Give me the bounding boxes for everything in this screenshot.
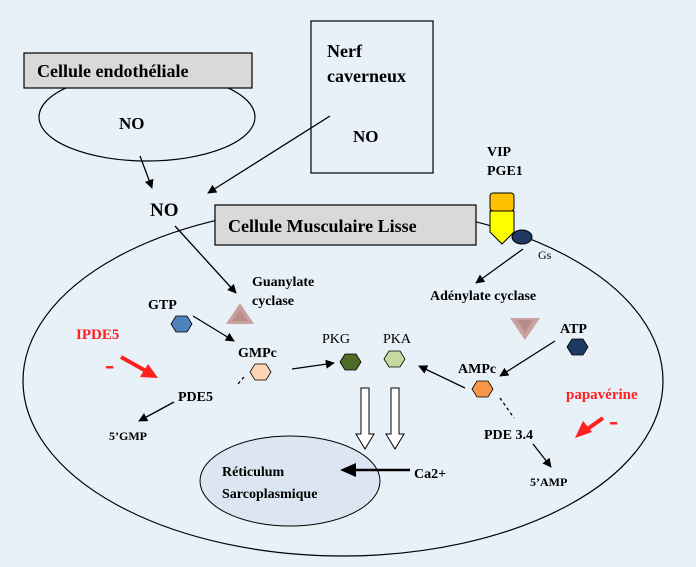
- guanylate-cyclase-line1: Guanylate: [252, 275, 314, 290]
- arrow-gtp-gmpc: [192, 315, 235, 342]
- pge1-label: PGE1: [487, 164, 523, 179]
- ampc-label: AMPc: [458, 362, 496, 377]
- papaverine-minus: -: [609, 406, 618, 437]
- cavernous-nerve-box: [310, 20, 434, 174]
- adenylate-cyclase-icon-inner: [517, 320, 533, 333]
- pathway-arrows: [138, 115, 556, 468]
- ampc-molecule-icon: [471, 380, 494, 398]
- arrow-ca2-reticulum: [340, 463, 410, 477]
- receptor-icon: [489, 192, 515, 245]
- link-gmpc-pde5: [237, 376, 245, 385]
- papaverine-label: papavérine: [566, 387, 638, 403]
- no-endothelial: NO: [119, 114, 145, 133]
- papaverine-arrow-icon: [575, 416, 605, 438]
- pkg-molecule-icon: [339, 353, 362, 371]
- nerve-label-line2: caverneux: [327, 66, 406, 86]
- pkg-label: PKG: [322, 332, 350, 347]
- vip-label: VIP: [487, 145, 512, 160]
- arrow-pde5-5gmp: [138, 401, 175, 422]
- nerve-label-line1: Nerf: [327, 41, 363, 61]
- atp-label: ATP: [560, 322, 587, 337]
- arrow-gs-adenylate: [475, 248, 524, 284]
- guanylate-cyclase-line2: cyclase: [252, 294, 294, 309]
- gs-label: Gs: [538, 248, 552, 262]
- arrow-atp-ampc: [499, 340, 556, 377]
- hollow-arrow-pkg: [355, 387, 375, 450]
- gtp-label: GTP: [148, 298, 177, 313]
- reticulum-label-line1: Réticulum: [222, 465, 285, 480]
- arrow-pde34-5amp: [532, 443, 552, 468]
- pde5-label: PDE5: [178, 390, 213, 405]
- arrow-nerve-no: [207, 115, 331, 194]
- link-ampc-pde34: [499, 397, 515, 419]
- atp-molecule-icon: [566, 338, 589, 356]
- gmpc-molecule-icon: [249, 363, 272, 381]
- sarcoplasmic-reticulum: [199, 435, 381, 527]
- arrow-gmpc-pkg: [291, 359, 335, 370]
- no-center: NO: [150, 200, 179, 221]
- endothelial-cell-label: Cellule endothéliale: [37, 61, 189, 81]
- ipde5-label: IPDE5: [76, 327, 119, 343]
- no-nerve: NO: [353, 127, 379, 146]
- pka-molecule-icon: [383, 350, 406, 368]
- reticulum-label-line2: Sarcoplasmique: [222, 487, 317, 502]
- gs-protein-icon: [511, 229, 533, 245]
- gmpc-label: GMPc: [238, 346, 277, 361]
- ca2-label: Ca2+: [414, 467, 446, 482]
- hollow-arrow-pka: [385, 387, 405, 450]
- gtp-molecule-icon: [170, 315, 193, 333]
- arrow-no-guanylate: [174, 225, 237, 294]
- smooth-muscle-cell-label: Cellule Musculaire Lisse: [228, 216, 417, 236]
- adenylate-cyclase-label: Adénylate cyclase: [430, 289, 536, 304]
- arrow-endothelial-no: [139, 155, 154, 189]
- ipde5-arrow-icon: [120, 355, 158, 378]
- pde34-label: PDE 3.4: [484, 428, 533, 443]
- amp5-label: 5’AMP: [530, 475, 567, 489]
- pka-label: PKA: [383, 332, 412, 347]
- gmp5-label: 5’GMP: [109, 429, 147, 443]
- arrow-ampc-pka: [418, 365, 466, 389]
- smooth-muscle-cell-box: [214, 204, 477, 246]
- ipde5-minus: -: [105, 350, 114, 381]
- guanylate-cyclase-icon-inner: [232, 309, 248, 321]
- endothelial-cell-box: [23, 52, 253, 89]
